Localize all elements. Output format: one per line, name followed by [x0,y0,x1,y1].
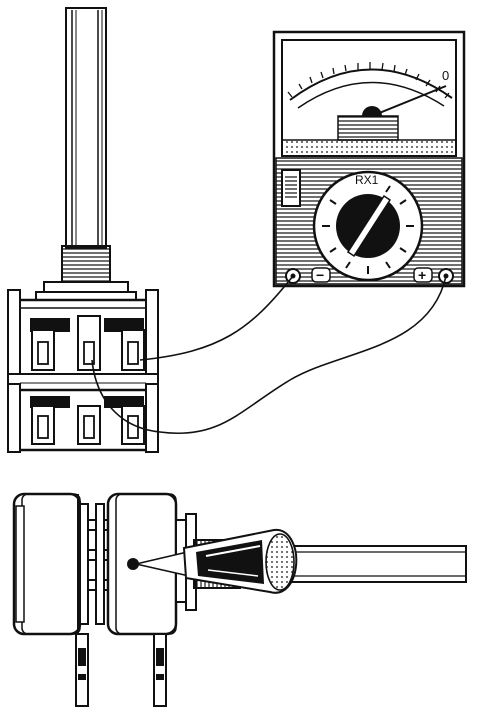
scale-arc-outer [289,68,453,101]
negative-symbol: − [316,267,324,283]
terminal-lugs-upper [31,315,145,371]
needle-pivot [362,106,382,116]
potentiometer-side-view [12,492,467,707]
potentiometer-front-view [7,7,159,453]
terminal-lugs-lower [31,405,145,445]
meter-control-panel: RX1 − [275,157,463,285]
threaded-bushing [61,245,111,283]
multimeter: 0 RX1 [272,30,466,288]
lead-negative [139,275,294,361]
probe-end-cap [265,533,295,591]
range-label: RX1 [355,173,379,187]
range-ticks [322,185,414,274]
mounting-flange [35,281,137,301]
probe-grip [196,540,264,584]
meter-needle [371,85,447,117]
lead-positive [91,275,447,434]
rear-section [12,492,82,636]
potentiometer-section-lower [7,383,159,453]
meter-scale-window: 0 [281,39,457,157]
knob-pointer [346,194,392,258]
scale-zero-label: 0 [442,68,449,83]
test-leads [91,275,447,434]
scale-arc-inner [297,81,445,109]
wiper-contact [127,558,139,570]
positive-symbol: + [418,267,426,283]
shaft [65,7,107,249]
test-probe [135,528,298,594]
section-connectors [77,503,111,625]
meter-mirror-strip [281,139,457,157]
potentiometer-section-upper [7,289,159,381]
side-terminal-lugs [75,633,167,707]
movement-block [337,115,399,141]
